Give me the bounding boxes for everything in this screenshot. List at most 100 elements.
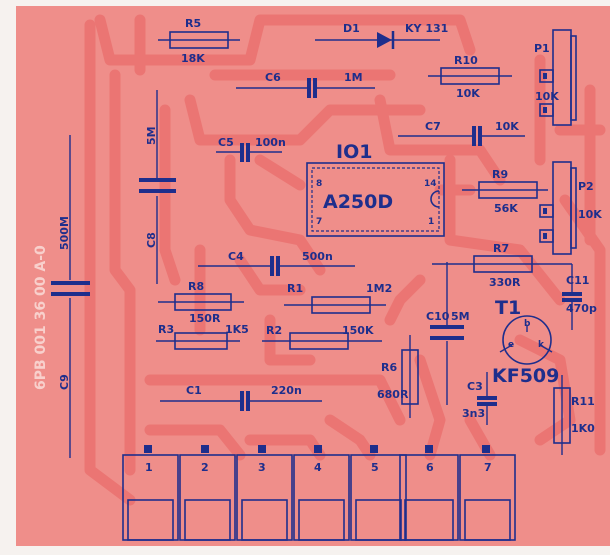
capacitor-c6: C6 1M — [236, 71, 375, 98]
ic-pin-14: 14 — [424, 179, 437, 189]
r3-value: 1K5 — [225, 323, 249, 336]
d1-type: KY 131 — [405, 22, 448, 35]
capacitor-c8: 5M C8 — [139, 90, 176, 284]
capacitor-c3: C3 3n3 — [462, 372, 497, 425]
terminal-6-label: 6 — [426, 461, 434, 474]
c11-value: 470p — [566, 302, 597, 315]
resistor-r5: R5 18K — [158, 17, 240, 65]
terminal-5-label: 5 — [371, 461, 379, 474]
resistor-r7: R7 330R — [432, 242, 572, 289]
terminal-2: 2 — [179, 445, 236, 541]
c5-ref: C5 — [218, 136, 234, 149]
c8-value: 5M — [145, 126, 158, 145]
r6-value: 680R — [377, 388, 409, 401]
terminal-4: 4 — [293, 445, 350, 541]
terminal-2-label: 2 — [201, 461, 209, 474]
capacitor-c4: C4 500n — [198, 250, 355, 276]
terminal-1-label: 1 — [145, 461, 153, 474]
terminal-3: 3 — [236, 445, 293, 541]
r8-ref: R8 — [188, 280, 204, 293]
r10-value: 10K — [456, 87, 480, 100]
c9-ref: C9 — [58, 374, 71, 390]
c5-value: 100n — [255, 136, 286, 149]
terminal-7: 7 — [459, 445, 516, 541]
t1-lead-e: e — [508, 340, 514, 350]
ic-type: A250D — [323, 191, 393, 213]
c7-value: 10K — [495, 120, 519, 133]
potentiometer-p1: P1 10K — [534, 29, 577, 126]
p1-ref: P1 — [534, 42, 550, 55]
ic-pin-7: 7 — [316, 217, 322, 227]
r9-ref: R9 — [492, 168, 508, 181]
ic-io1: IO1 A250D 8 14 7 1 — [306, 141, 445, 237]
r8-value: 150R — [189, 312, 221, 325]
c6-value: 1M — [344, 71, 363, 84]
p2-value: 10K — [578, 208, 602, 221]
r10-ref: R10 — [454, 54, 478, 67]
r6-ref: R6 — [381, 361, 397, 374]
r11-ref: R11 — [571, 395, 595, 408]
resistor-r8: R8 150R — [158, 280, 244, 325]
t1-ref: T1 — [495, 297, 521, 319]
t1-lead-k: k — [538, 340, 545, 350]
c10-value: 5M — [451, 310, 470, 323]
ic-pin-1: 1 — [428, 217, 434, 227]
t1-type: KF509 — [492, 365, 559, 387]
c10-ref: C10 — [426, 310, 450, 323]
terminal-7-label: 7 — [484, 461, 492, 474]
p1-value: 10K — [535, 90, 559, 103]
capacitor-c7: C7 10K — [398, 120, 525, 146]
terminal-1: 1 — [122, 445, 179, 541]
terminal-6: 6 — [399, 445, 459, 541]
transistor-t1: T1 b e k KF509 — [492, 297, 559, 387]
r9-value: 56K — [494, 202, 518, 215]
terminal-5: 5 — [350, 445, 407, 541]
r11-value: 1K0 — [571, 422, 595, 435]
diode-d1: D1 KY 131 — [315, 22, 448, 49]
resistor-r10: R10 10K — [428, 54, 512, 100]
terminal-4-label: 4 — [314, 461, 322, 474]
terminal-block: 1 2 3 4 5 6 — [122, 445, 516, 541]
r1-ref: R1 — [287, 282, 303, 295]
capacitor-c9: 500M C9 — [51, 135, 90, 458]
r5-ref: R5 — [185, 17, 201, 30]
board-code: 6PB 001 36 00 A-0 — [33, 245, 49, 390]
potentiometer-p2: P2 10K — [539, 161, 602, 255]
r5-value: 18K — [181, 52, 205, 65]
capacitor-c11: C11 470p — [562, 264, 597, 330]
c4-value: 500n — [302, 250, 333, 263]
c9-value: 500M — [58, 216, 71, 250]
resistor-r2: R2 150K — [262, 324, 382, 350]
capacitor-c1: C1 220n — [160, 384, 322, 411]
r2-value: 150K — [342, 324, 374, 337]
c8-ref: C8 — [145, 232, 158, 248]
capacitor-c5: C5 100n — [216, 136, 286, 162]
c1-value: 220n — [271, 384, 302, 397]
ic-pin-8: 8 — [316, 179, 322, 189]
c3-value: 3n3 — [462, 407, 485, 420]
resistor-r9: R9 56K — [462, 168, 548, 215]
r3-ref: R3 — [158, 323, 174, 336]
r7-ref: R7 — [493, 242, 509, 255]
c11-ref: C11 — [566, 274, 589, 287]
c6-ref: C6 — [265, 71, 281, 84]
resistor-r1: R1 1M2 — [284, 282, 392, 314]
resistor-r3: R3 1K5 — [156, 323, 249, 350]
c4-ref: C4 — [228, 250, 244, 263]
capacitor-c10: C10 5M — [426, 262, 470, 405]
resistor-r6: R6 680R — [377, 335, 419, 418]
c1-ref: C1 — [186, 384, 202, 397]
c7-ref: C7 — [425, 120, 441, 133]
resistor-r11: R11 1K0 — [553, 375, 595, 455]
r1-value: 1M2 — [366, 282, 392, 295]
d1-ref: D1 — [343, 22, 360, 35]
t1-lead-b: b — [524, 319, 531, 329]
ic-ref: IO1 — [336, 141, 372, 163]
terminal-3-label: 3 — [258, 461, 266, 474]
r7-value: 330R — [489, 276, 521, 289]
r2-ref: R2 — [266, 324, 282, 337]
c3-ref: C3 — [467, 380, 483, 393]
p2-ref: P2 — [578, 180, 594, 193]
